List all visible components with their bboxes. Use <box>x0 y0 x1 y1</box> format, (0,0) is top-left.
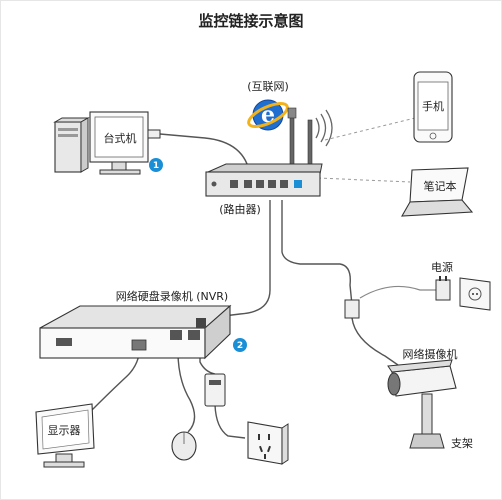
ip-camera: 网络摄像机 支架 <box>388 347 473 450</box>
cable-adapter-socket <box>215 405 245 438</box>
power-label: 电源 <box>431 260 453 274</box>
nvr-label: 网络硬盘录像机 (NVR) <box>116 289 228 303</box>
phone-label: 手机 <box>422 99 444 113</box>
wifi-link-phone <box>325 118 415 140</box>
wall-socket-icon <box>248 422 288 464</box>
power-adapter <box>205 374 225 406</box>
internet-label: (互联网) <box>247 80 289 93</box>
router-label: (路由器) <box>219 202 261 216</box>
laptop-label: 笔记本 <box>424 179 457 193</box>
camera-bracket <box>422 394 432 434</box>
display-monitor: 显示器 <box>36 404 94 467</box>
desktop-computer: 台式机 <box>55 112 160 174</box>
monitor-label: 显示器 <box>48 424 81 437</box>
wifi-link-laptop <box>318 178 410 182</box>
laptop: 笔记本 <box>402 168 472 216</box>
cable-camera-power <box>360 286 440 298</box>
bracket-label: 支架 <box>451 437 473 450</box>
internet-explorer-icon: e <box>246 99 291 131</box>
svg-text:2: 2 <box>237 341 243 351</box>
mouse-icon <box>172 432 196 460</box>
mobile-phone: 手机 <box>414 72 452 142</box>
desktop-label: 台式机 <box>104 131 137 145</box>
cable-router-nvr <box>175 200 270 322</box>
camera-label: 网络摄像机 <box>403 347 458 361</box>
camera-lens <box>388 373 400 395</box>
step-2-badge: 2 <box>233 338 247 352</box>
power-source: 电源 <box>431 260 490 310</box>
step-1-badge: 1 <box>149 158 163 172</box>
poe-connector <box>345 300 359 318</box>
power-plug-icon <box>436 276 450 300</box>
internet-node: (互联网) e <box>246 80 291 131</box>
wifi-signal-icon <box>316 110 332 146</box>
diagram-title: 监控链接示意图 <box>198 12 303 30</box>
wall-outlet-icon <box>460 278 490 310</box>
cable-router-camera <box>282 200 352 305</box>
laptop-keyboard <box>402 200 472 216</box>
nvr-recorder: 网络硬盘录像机 (NVR) <box>40 289 230 358</box>
cable-nvr-mouse <box>178 352 195 432</box>
cable-poe-camera <box>352 318 398 365</box>
ethernet-plug <box>148 130 160 138</box>
svg-text:1: 1 <box>153 161 159 171</box>
